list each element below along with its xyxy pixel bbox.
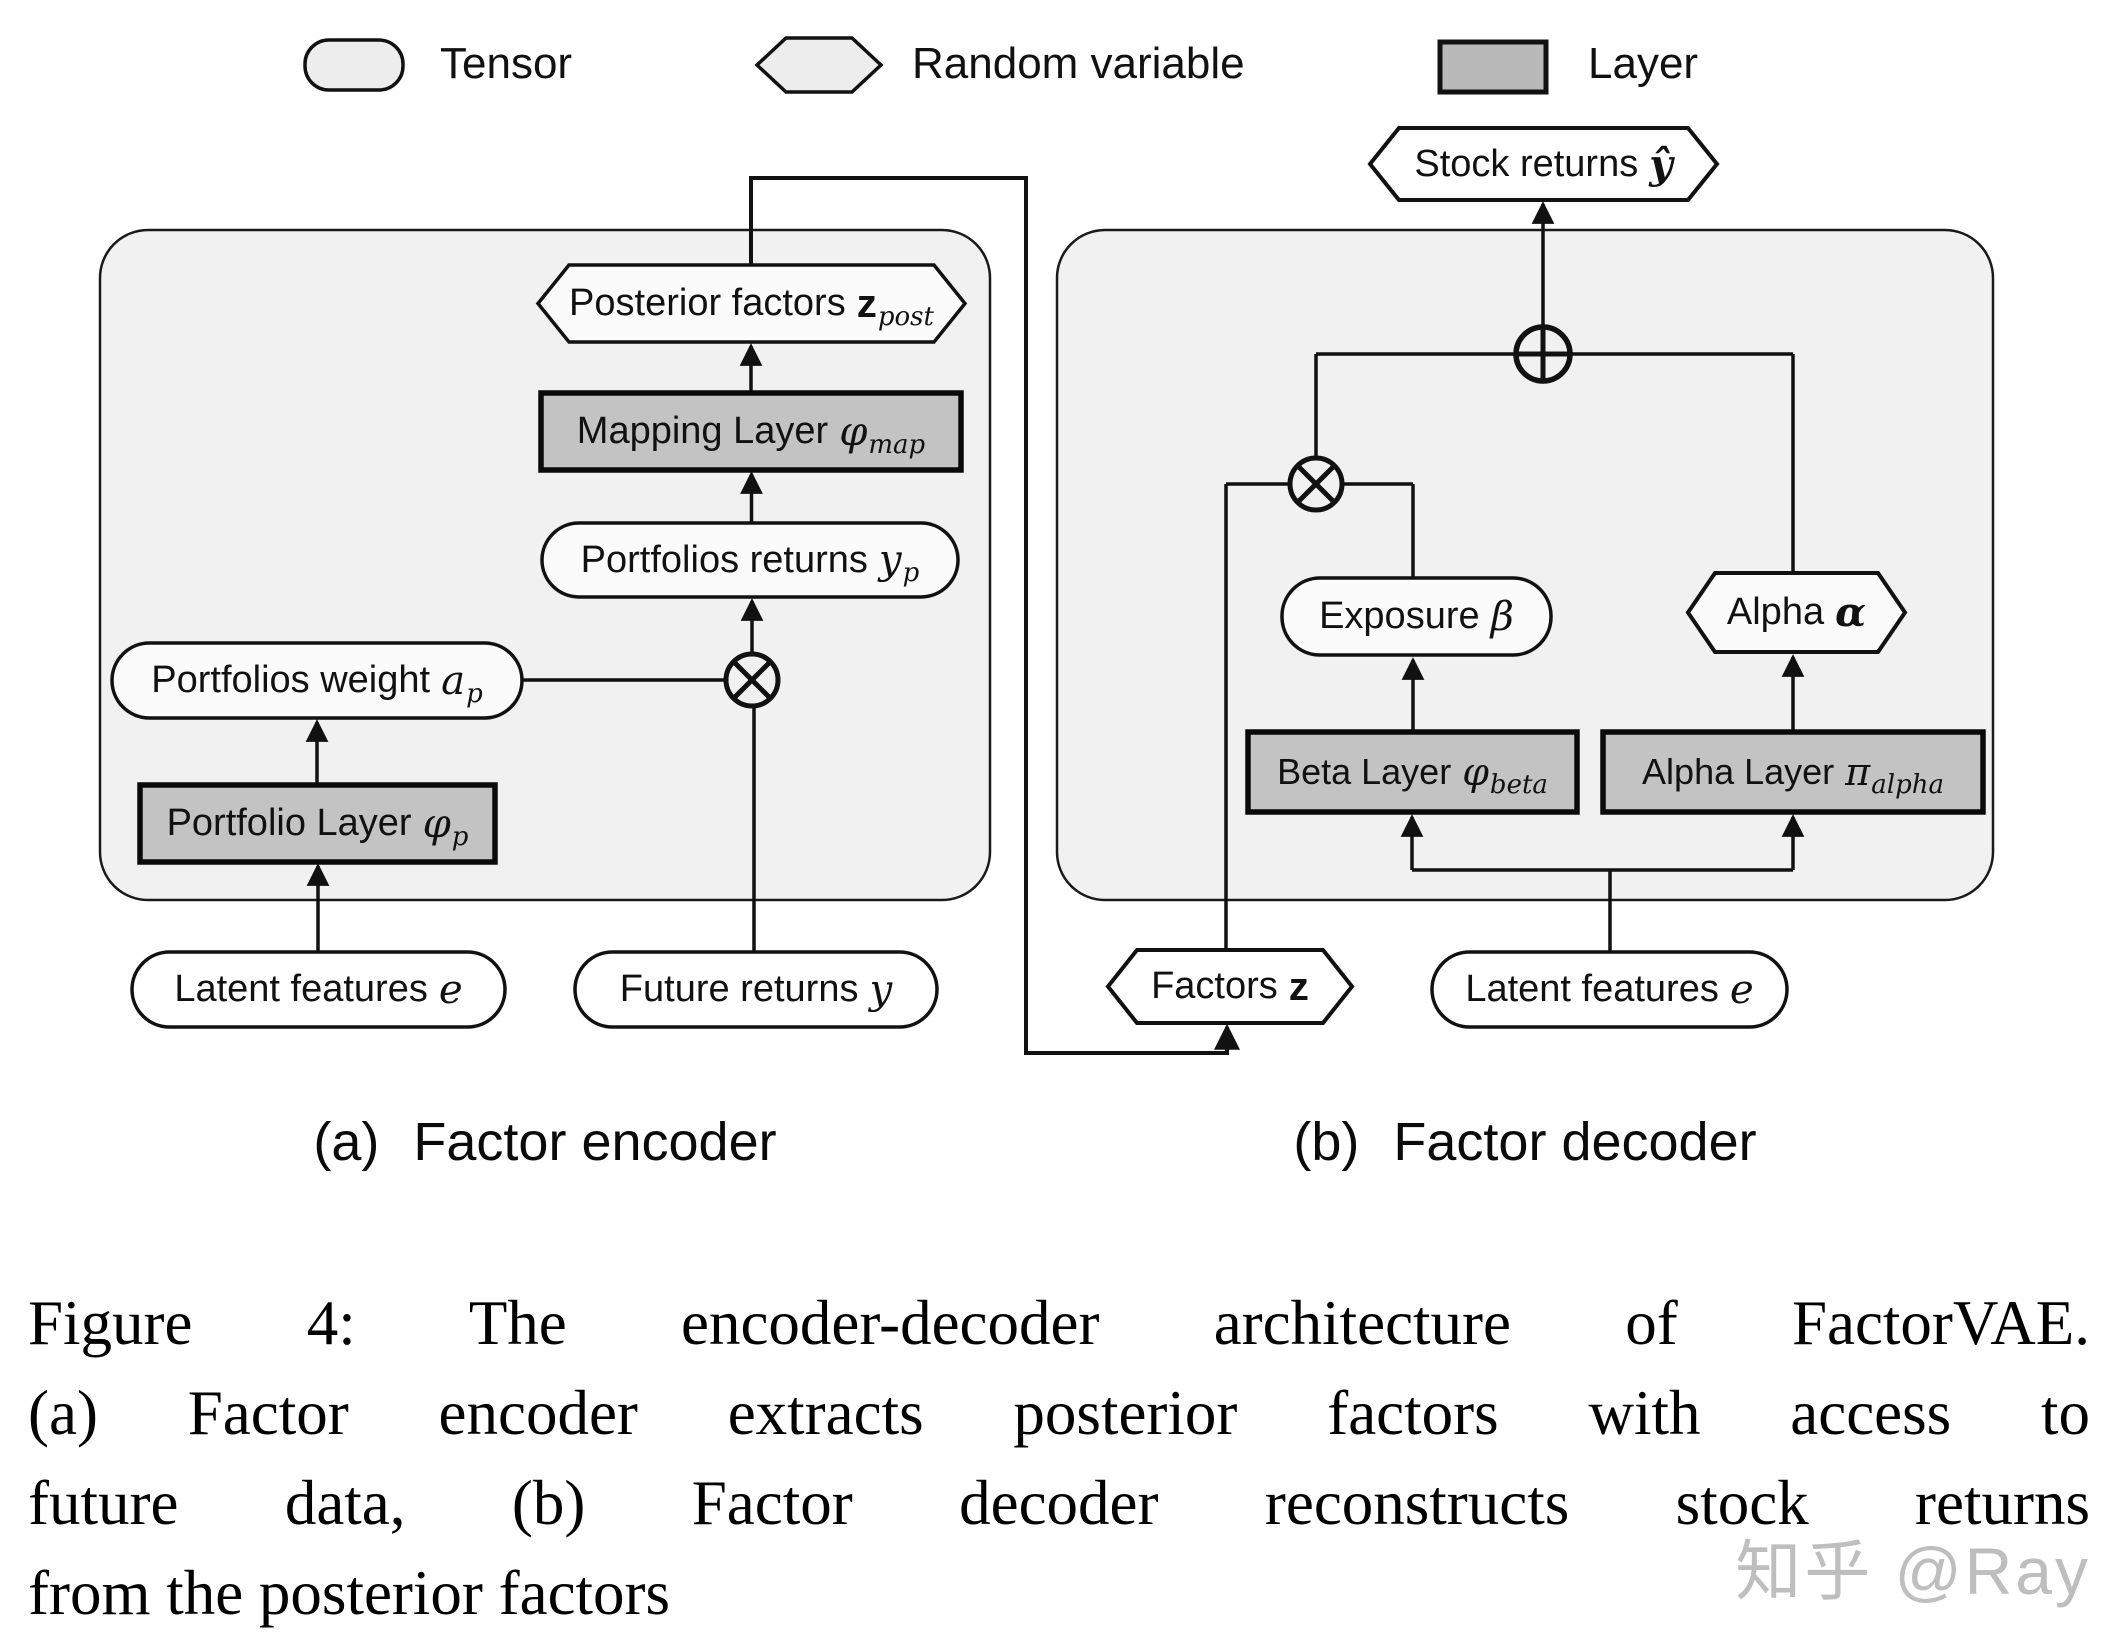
legend-tensor-shape — [303, 38, 405, 92]
exposure-label: Exposure β — [1319, 593, 1514, 640]
posterior-factors-hexagon — [535, 263, 968, 344]
arrow-posterior-to-factors-route — [749, 176, 1240, 1055]
connector-lines — [522, 352, 1795, 952]
figure-caption: Figure 4: The encoder-decoder architectu… — [28, 1278, 2090, 1638]
figure-caption-line-4: from the posterior factors — [28, 1558, 671, 1628]
decoder-panel-caption: (b) Factor decoder — [1293, 1112, 1757, 1172]
add-operator-decoder — [1513, 324, 1573, 384]
future-returns-label: Future returns y — [619, 966, 893, 1013]
legend-random-variable-shape — [754, 36, 884, 94]
legend-random-variable-label: Random variable — [912, 36, 1245, 92]
alpha-hexagon — [1685, 571, 1908, 654]
encoder-panel-caption: (a) Factor encoder — [313, 1112, 777, 1172]
factors-label: Factors z — [1151, 963, 1309, 1009]
figure-caption-line-2: (a) Factor encoder extracts posterior fa… — [28, 1378, 2090, 1448]
factors-hexagon — [1105, 948, 1355, 1025]
figure-caption-line-1: Figure 4: The encoder-decoder architectu… — [28, 1288, 2090, 1358]
latent-features-decoder-pill — [1430, 950, 1789, 1029]
portfolios-weight-pill — [110, 641, 524, 720]
legend-random-variable-text: Random variable — [912, 39, 1245, 88]
mapping-layer-rect — [538, 390, 964, 473]
multiply-operator-encoder — [723, 651, 781, 709]
latent-features-encoder-pill — [130, 950, 507, 1029]
portfolios-returns-pill — [540, 521, 960, 599]
future-returns-pill — [573, 950, 939, 1029]
multiply-operator-decoder — [1287, 455, 1345, 513]
figure-caption-line-3: future data, (b) Factor decoder reconstr… — [28, 1468, 2090, 1538]
legend-tensor-text: Tensor — [440, 39, 573, 88]
exposure-pill — [1280, 576, 1553, 657]
alpha-layer-rect — [1600, 729, 1986, 815]
latent-features-encoder-label: Latent features e — [174, 966, 463, 1013]
legend-layer-text: Layer — [1588, 39, 1699, 88]
zhihu-watermark: 知乎 @Ray — [1735, 1534, 2091, 1608]
beta-layer-rect — [1245, 729, 1580, 815]
portfolio-layer-rect — [137, 782, 498, 865]
stock-returns-hexagon — [1367, 126, 1720, 202]
legend-layer-shape — [1437, 39, 1549, 95]
latent-features-decoder-label: Latent features e — [1465, 966, 1754, 1013]
legend-layer-label: Layer — [1588, 36, 1698, 92]
connector-arrows — [305, 176, 1805, 1055]
stock-returns-label: Stock returns ŷ — [1414, 140, 1673, 188]
alpha-label: Alpha α — [1726, 589, 1867, 636]
legend-tensor-label: Tensor — [440, 36, 572, 92]
connector-latent-split — [1412, 868, 1793, 952]
